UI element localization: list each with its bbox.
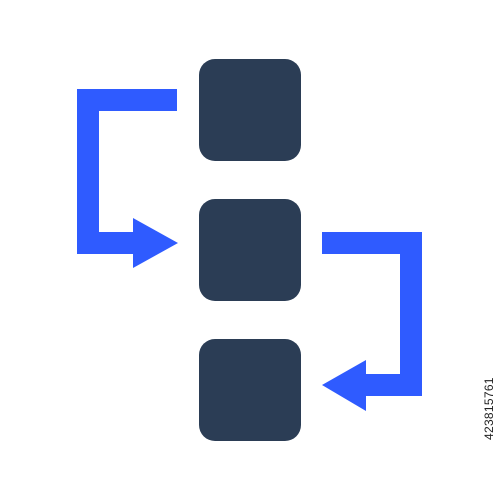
- top-block: [199, 59, 301, 161]
- bottom-block: [199, 339, 301, 441]
- stock-id-text: 423815761: [482, 377, 496, 440]
- left-flow-arrow: [77, 89, 178, 268]
- middle-block: [199, 199, 301, 301]
- right-flow-arrow: [322, 232, 422, 411]
